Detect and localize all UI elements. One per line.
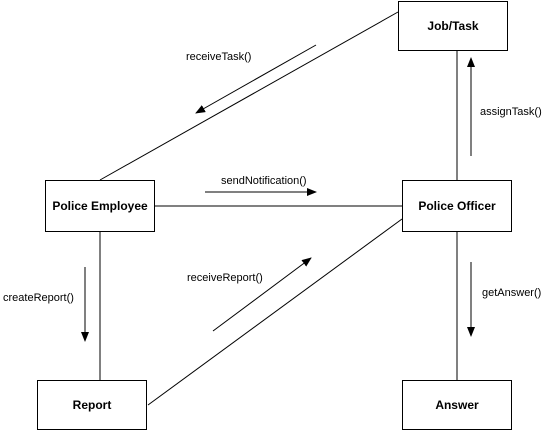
message-get-answer: getAnswer() [482, 287, 542, 299]
link-employee-jobtask [99, 11, 399, 181]
link-officer-report [147, 218, 403, 406]
node-police-employee[interactable]: Police Employee [45, 180, 155, 232]
node-job-task-label: Job/Task [427, 19, 479, 33]
arrow-receive-report [212, 257, 312, 332]
node-report-label: Report [72, 398, 112, 412]
message-receive-task: receiveTask() [186, 51, 252, 63]
node-police-employee-label: Police Employee [52, 199, 148, 213]
arrow-receive-task [195, 44, 317, 114]
node-report[interactable]: Report [37, 380, 147, 430]
message-send-notification: sendNotification() [221, 175, 307, 187]
node-job-task[interactable]: Job/Task [398, 1, 508, 51]
node-answer[interactable]: Answer [402, 380, 512, 430]
node-answer-label: Answer [435, 398, 479, 412]
node-police-officer-label: Police Officer [418, 199, 496, 213]
message-assign-task: assignTask() [480, 106, 542, 118]
node-police-officer[interactable]: Police Officer [402, 180, 512, 232]
message-create-report: createReport() [3, 292, 74, 304]
message-receive-report: receiveReport() [187, 272, 263, 284]
